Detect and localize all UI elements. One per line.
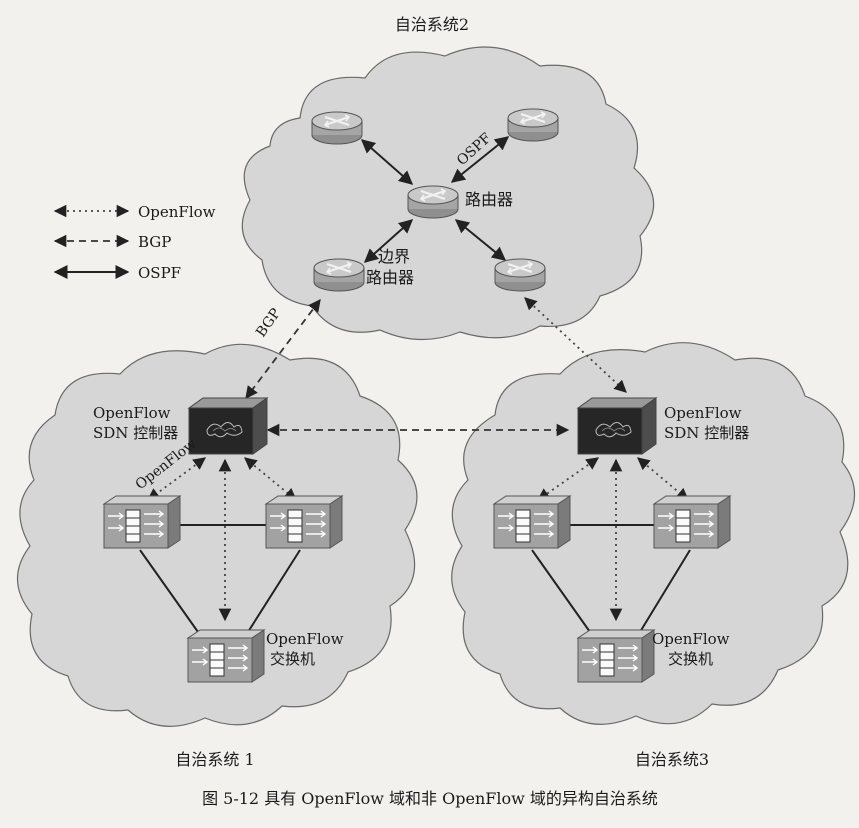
router-center-icon xyxy=(406,184,460,220)
bgp-link-label: BGP xyxy=(253,306,284,341)
as3-switch-link-right xyxy=(639,549,691,633)
as3-label: 自治系统3 xyxy=(635,750,709,769)
ospf-link-br xyxy=(454,219,507,261)
switch-left-top-as3-icon xyxy=(493,495,571,549)
ospf-link-tl xyxy=(360,139,414,185)
ospf-link-tr xyxy=(450,136,510,183)
switch-right-label-line2: 交换机 xyxy=(668,650,713,668)
as1-switch-link-left xyxy=(139,549,199,633)
controller-left-label-line2: SDN 控制器 xyxy=(93,424,178,442)
border-router-label-line2: 路由器 xyxy=(366,268,414,287)
sdn-controller-right-icon xyxy=(577,397,657,455)
as1-openflow-right xyxy=(244,457,297,501)
router-bottom-right-icon xyxy=(493,257,547,293)
border-router-label-line1: 边界 xyxy=(378,247,410,266)
switch-left-label-line1: OpenFlow xyxy=(266,630,344,648)
switch-right-top-as3-icon xyxy=(653,495,731,549)
controller-right-label-line1: OpenFlow xyxy=(664,404,742,422)
switch-right-top-icon xyxy=(265,495,343,549)
as3-switch-link-left xyxy=(531,549,591,633)
switch-left-label-line2: 交换机 xyxy=(270,650,315,668)
router-top-right-icon xyxy=(506,107,560,143)
openflow-link-as2-as3 xyxy=(524,297,627,393)
router-label: 路由器 xyxy=(465,190,513,209)
as3-openflow-left xyxy=(536,457,600,501)
switch-right-label-line1: OpenFlow xyxy=(652,630,730,648)
controller-left-label-line1: OpenFlow xyxy=(93,404,171,422)
controller-right-label-line2: SDN 控制器 xyxy=(664,424,749,442)
legend: OpenFlow BGP OSPF xyxy=(53,203,216,282)
as1-label: 自治系统 1 xyxy=(175,750,254,769)
sdn-controller-left-icon xyxy=(188,397,268,455)
cloud-as3 xyxy=(451,342,856,725)
switch-left-top-icon xyxy=(103,495,181,549)
switch-bottom-icon xyxy=(187,629,265,683)
as3-openflow-right xyxy=(637,457,689,501)
switch-bottom-as3-icon xyxy=(577,629,655,683)
as2-label: 自治系统2 xyxy=(395,15,469,34)
figure-caption: 图 5-12 具有 OpenFlow 域和非 OpenFlow 域的异构自治系统 xyxy=(202,789,658,808)
as1-switch-link-right xyxy=(247,549,301,633)
ospf-link-bl xyxy=(363,219,414,263)
legend-bgp-label: BGP xyxy=(138,233,171,251)
bgp-link xyxy=(245,298,321,400)
border-router-icon xyxy=(312,257,366,293)
router-top-left-icon xyxy=(310,110,364,146)
legend-ospf-label: OSPF xyxy=(138,264,181,282)
legend-openflow-label: OpenFlow xyxy=(138,203,216,221)
